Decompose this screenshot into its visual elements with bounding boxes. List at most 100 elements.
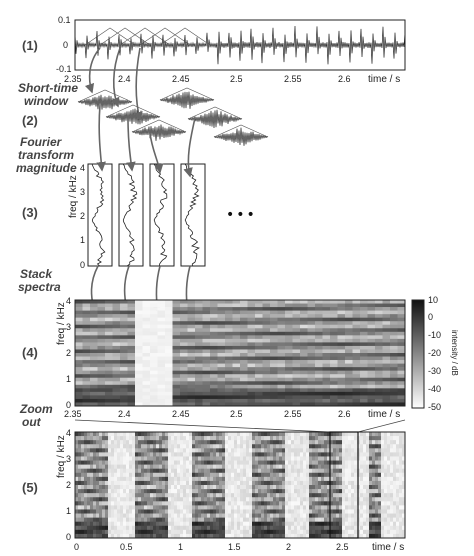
- spectrogram-cell: [285, 440, 289, 445]
- spectrogram-cell: [321, 521, 325, 527]
- spectrogram-cell: [367, 328, 376, 333]
- spectrogram-cell: [153, 505, 157, 510]
- spectrogram-cell: [231, 464, 235, 469]
- spectrogram-cell: [337, 321, 346, 326]
- spectrogram-cell: [330, 489, 334, 494]
- spectrogram-cell: [396, 493, 400, 498]
- spectrogram-cell: [96, 517, 100, 522]
- spectrogram-cell: [144, 493, 148, 498]
- spectrogram-cell: [192, 509, 196, 514]
- spectrogram-cell: [318, 476, 322, 482]
- spectrogram-cell: [210, 472, 214, 478]
- spectrogram-cell: [90, 300, 98, 304]
- spectrogram-cell: [75, 509, 79, 514]
- spectrogram-cell: [352, 398, 361, 403]
- spectrogram-cell: [303, 468, 307, 474]
- spectrogram-cell: [111, 517, 115, 522]
- spectrogram-cell: [195, 533, 199, 539]
- spectrogram-cell: [363, 436, 367, 441]
- spectrogram-cell: [393, 440, 397, 445]
- spectrogram-cell: [279, 485, 283, 490]
- spectrogram-cell: [387, 509, 391, 514]
- spectrogram-cell: [114, 485, 118, 490]
- spectrogram-cell: [153, 529, 157, 535]
- spectrogram-cell: [123, 476, 127, 482]
- spectrogram-cell: [345, 460, 349, 465]
- spectrogram-cell: [360, 345, 368, 350]
- spectrogram-cell: [297, 452, 301, 457]
- spectrogram-cell: [255, 444, 259, 449]
- spectrogram-cell: [82, 338, 91, 343]
- spectrogram-cell: [195, 388, 203, 393]
- spectrogram-cell: [192, 448, 196, 453]
- spectrogram-cell: [342, 513, 346, 518]
- spectrogram-cell: [90, 493, 94, 498]
- spectrogram-cell: [307, 300, 316, 304]
- spectrogram-cell: [366, 529, 370, 535]
- spectrogram-cell: [112, 353, 121, 357]
- spectrogram-cell: [186, 517, 190, 522]
- spectrogram-cell: [216, 497, 220, 502]
- spectrogram-cell: [397, 391, 406, 396]
- spectrogram-cell: [204, 480, 208, 486]
- spectrogram-cell: [285, 384, 293, 389]
- spectrogram-cell: [168, 444, 172, 449]
- spectrogram-cell: [142, 367, 151, 371]
- spectrogram-cell: [321, 456, 325, 461]
- spectrogram-cell: [264, 432, 268, 437]
- spectrogram-cell: [303, 513, 307, 518]
- spectrogram-cell: [382, 300, 391, 304]
- spectrogram-cell: [117, 444, 121, 449]
- spectrogram-cell: [105, 388, 113, 393]
- spectrogram-cell: [108, 444, 112, 449]
- spectrogram-cell: [318, 509, 322, 514]
- spectrogram-cell: [135, 525, 139, 531]
- spectrogram-cell: [171, 452, 175, 457]
- spectrogram-cell: [87, 517, 91, 522]
- spectrogram-cell: [292, 360, 301, 364]
- spectrogram-cell: [307, 395, 316, 400]
- spectrogram-cell: [337, 317, 346, 322]
- spectrogram-cell: [351, 432, 355, 437]
- spectrogram-cell: [294, 493, 298, 498]
- spectrogram-cell: [81, 529, 85, 535]
- spectrogram-cell: [90, 444, 94, 449]
- spectrogram-cell: [252, 493, 256, 498]
- spectrogram-cell: [105, 436, 109, 441]
- spectrogram-cell: [352, 303, 361, 308]
- spectrogram-cell: [142, 360, 151, 364]
- spectrogram-cell: [234, 452, 238, 457]
- spectrogram-cell: [231, 533, 235, 539]
- spectrogram-cell: [132, 480, 136, 486]
- spectrogram-cell: [351, 533, 355, 539]
- spectrogram-cell: [279, 472, 283, 478]
- spectrogram-cell: [381, 432, 385, 437]
- spectrogram-cell: [138, 517, 142, 522]
- spectrogram-cell: [345, 529, 349, 535]
- spectrogram-cell: [195, 349, 203, 354]
- spectrogram-cell: [105, 345, 113, 350]
- spectrogram-cell: [183, 472, 187, 478]
- caption-stack-line2: spectra: [18, 280, 61, 294]
- spectrogram-cell: [90, 307, 98, 311]
- spectrogram-cell: [375, 363, 383, 368]
- spectrogram-cell: [247, 314, 256, 318]
- spectrogram-cell: [237, 480, 241, 486]
- spectrogram-cell: [97, 324, 106, 329]
- spectrogram-cell: [204, 436, 208, 441]
- spectrogram-cell: [90, 485, 94, 490]
- spectrogram-cell: [372, 472, 376, 478]
- spectrogram-cell: [105, 398, 113, 403]
- spectrogram-cell: [321, 517, 325, 522]
- spectrogram-cell: [300, 342, 308, 347]
- spectrogram-cell: [156, 480, 160, 486]
- spectrogram-cell: [282, 505, 286, 510]
- spectrogram-cell: [112, 377, 121, 382]
- spectrogram-cell: [225, 384, 233, 389]
- spectrogram-cell: [282, 497, 286, 502]
- spectrogram-cell: [255, 402, 263, 407]
- spectrogram-cell: [99, 521, 103, 527]
- spectrogram-cell: [387, 436, 391, 441]
- spectrogram-cell: [228, 444, 232, 449]
- spectrogram-cell: [78, 517, 82, 522]
